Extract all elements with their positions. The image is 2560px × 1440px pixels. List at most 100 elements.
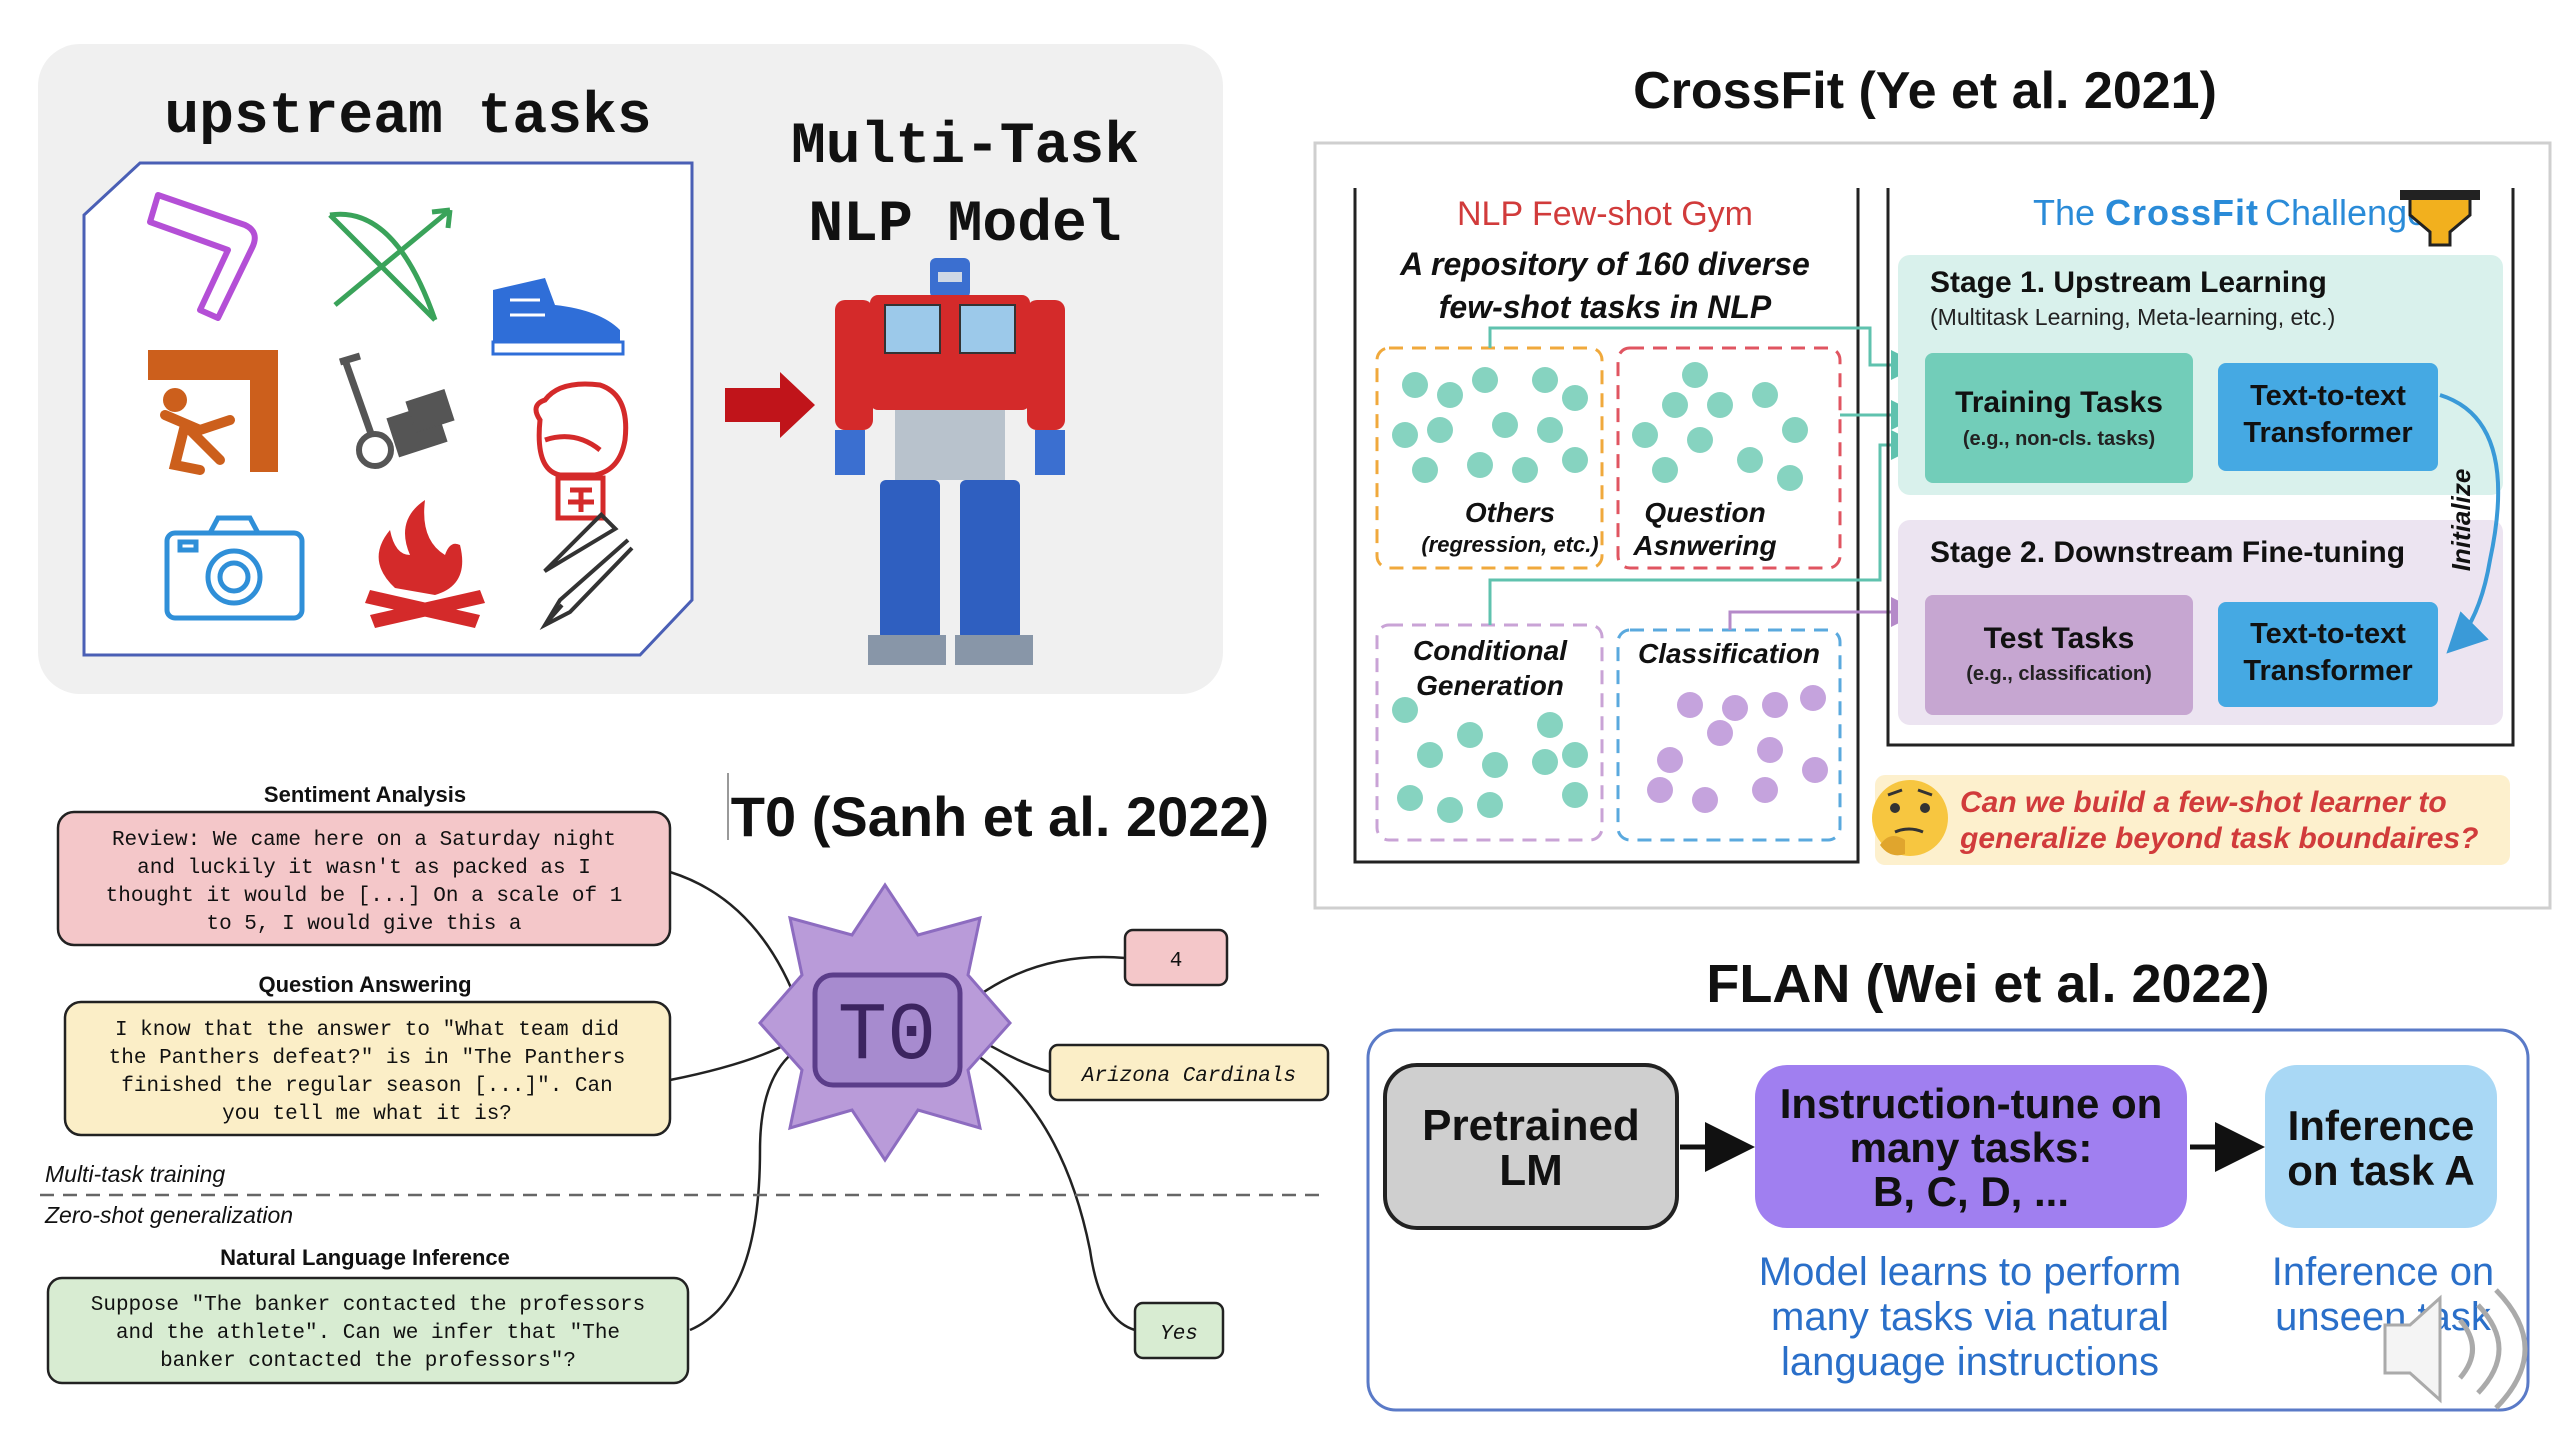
sa-label: Sentiment Analysis [264, 782, 466, 807]
challenge-name: CrossFit [2105, 192, 2259, 233]
instruction-tune-box [1755, 1065, 2187, 1228]
gym-subtitle-2: few-shot tasks in NLP [1439, 289, 1772, 325]
output-nli-box [1133, 1301, 1225, 1360]
training-tasks-label: Training Tasks [1955, 386, 2163, 419]
t0-connectors [669, 870, 1136, 1332]
test-tasks-box [1925, 595, 2193, 715]
multitask-training-label: Multi-task training [45, 1161, 225, 1187]
model-title-line-2: NLP Model [808, 193, 1121, 258]
crossfit-title: CrossFit (Ye et al. 2021) [1633, 62, 2217, 120]
boxing-glove-icon [533, 381, 629, 521]
qa-t0-line-1: I know that the answer to "What team did [115, 1019, 619, 1042]
flan-desc-2: many tasks via natural [1771, 1295, 2169, 1339]
test-tasks-label: Test Tasks [1984, 622, 2135, 655]
instruction-tune-line-1: Instruction-tune on [1780, 1080, 2163, 1127]
upstream-title: upstream tasks [164, 85, 651, 150]
qa-group [1616, 346, 1842, 570]
others-dots [1392, 367, 1588, 483]
question-line-1: Can we build a few-shot learner to [1960, 786, 2447, 819]
robot-icon [835, 258, 1065, 665]
nli-box [46, 1276, 690, 1385]
stage1-subtitle: (Multitask Learning, Meta-learning, etc.… [1930, 304, 2335, 330]
initialize-arrow [2439, 393, 2501, 654]
inference-label-2: on task A [2287, 1147, 2474, 1194]
stage1-title: Stage 1. Upstream Learning [1930, 266, 2327, 299]
cg-sublabel: Generation [1416, 670, 1564, 701]
qa-t0-box [63, 1000, 672, 1137]
output-sentiment-box [1123, 928, 1229, 987]
t0-figure: T0 Sentiment Analysis Review: We came he… [40, 773, 1330, 1385]
fountain-pen-icon [539, 511, 634, 631]
question-callout [1875, 775, 2510, 865]
flow-others [1488, 326, 1921, 380]
challenge-container [1886, 188, 2515, 747]
pretrained-box [1383, 1063, 1679, 1230]
flan-title: FLAN (Wei et al. 2022) [1706, 954, 2269, 1014]
flan-desc-1: Model learns to perform [1759, 1250, 2181, 1294]
nli-text: Suppose "The banker contacted the profes… [91, 1294, 646, 1373]
t2t-label-2a: Text-to-text [2250, 618, 2406, 650]
qa-t0-text: I know that the answer to "What team did… [109, 1019, 626, 1126]
challenge-the: The [2033, 192, 2095, 233]
qa-label: Question [1644, 497, 1765, 528]
stage2-title: Stage 2. Downstream Fine-tuning [1930, 536, 2405, 569]
cg-label: Conditional [1413, 635, 1568, 666]
t2t-label-1a: Text-to-text [2250, 380, 2406, 412]
sa-text: Review: We came here on a Saturday night… [106, 829, 623, 936]
thinking-face-icon [1872, 780, 1948, 856]
question-line-2: generalize beyond task boundaires? [1959, 822, 2478, 855]
inference-box [2265, 1065, 2497, 1228]
output-sentiment: 4 [1170, 950, 1183, 973]
flan-desc-3: language instructions [1781, 1340, 2159, 1384]
training-tasks-sublabel: (e.g., non-cls. tasks) [1963, 428, 2155, 450]
gym-container [1353, 188, 1860, 864]
t2t-label-2b: Transformer [2243, 655, 2412, 687]
t2t-box-1 [2218, 363, 2438, 471]
output-qa: Arizona Cardinals [1080, 1065, 1296, 1088]
model-title-line-1: Multi-Task [791, 115, 1139, 180]
cg-dots [1392, 697, 1588, 823]
others-sublabel: (regression, etc.) [1421, 532, 1598, 557]
nli-line-1: Suppose "The banker contacted the profes… [91, 1294, 646, 1317]
qa-sublabel: Asnwering [1632, 530, 1776, 561]
qa-t0-line-2: the Panthers defeat?" is in "The Panther… [109, 1047, 626, 1070]
flan-figure: Pretrained LM Instruction-tune on many t… [1366, 1028, 2530, 1412]
bow-arrow-icon [328, 207, 453, 322]
crossfit-figure: NLP Few-shot Gym A repository of 160 div… [1313, 141, 2552, 910]
nli-label: Natural Language Inference [220, 1245, 510, 1270]
instruction-tune-line-2: many tasks: [1850, 1124, 2093, 1171]
output-nli: Yes [1160, 1323, 1198, 1346]
climbing-icon [148, 350, 278, 475]
instruction-tune-line-3: B, C, D, ... [1873, 1168, 2069, 1215]
others-label: Others [1465, 497, 1555, 528]
t2t-box-2 [2218, 602, 2438, 707]
training-tasks-box [1925, 353, 2193, 483]
pretrained-label-2: LM [1499, 1146, 1563, 1195]
t0-model-box [812, 972, 963, 1088]
hand-truck-icon [338, 352, 455, 469]
dumbbell-logo-icon [2400, 190, 2480, 247]
cls-dots [1647, 685, 1828, 813]
flan-desc2-1: Inference on [2272, 1250, 2494, 1294]
qa-dots [1632, 362, 1808, 491]
t0-model-label: T0 [838, 990, 936, 1083]
sa-line-3: thought it would be [...] On a scale of … [106, 885, 623, 908]
sa-line-4: to 5, I would give this a [206, 913, 521, 936]
t2t-label-1b: Transformer [2243, 417, 2412, 449]
sa-line-1: Review: We came here on a Saturday night [112, 829, 616, 852]
campfire-icon [365, 500, 485, 628]
pretrained-label-1: Pretrained [1422, 1101, 1640, 1150]
speaker-icon[interactable] [2383, 1288, 2528, 1410]
camera-icon [164, 515, 305, 621]
flow-cls [1728, 597, 1921, 630]
sneaker-icon [491, 278, 625, 356]
flow-cg [1488, 430, 1921, 625]
test-tasks-sublabel: (e.g., classification) [1966, 663, 2152, 685]
upstream-panel: upstream tasks [38, 44, 1223, 694]
qa-t0-label: Question Answering [258, 972, 471, 997]
qa-t0-line-3: finished the regular season [...]". Can [121, 1075, 612, 1098]
gym-subtitle-1: A repository of 160 diverse [1399, 246, 1810, 282]
nli-line-3: banker contacted the professors"? [160, 1350, 576, 1373]
t0-title: T0 (Sanh et al. 2022) [731, 785, 1269, 848]
